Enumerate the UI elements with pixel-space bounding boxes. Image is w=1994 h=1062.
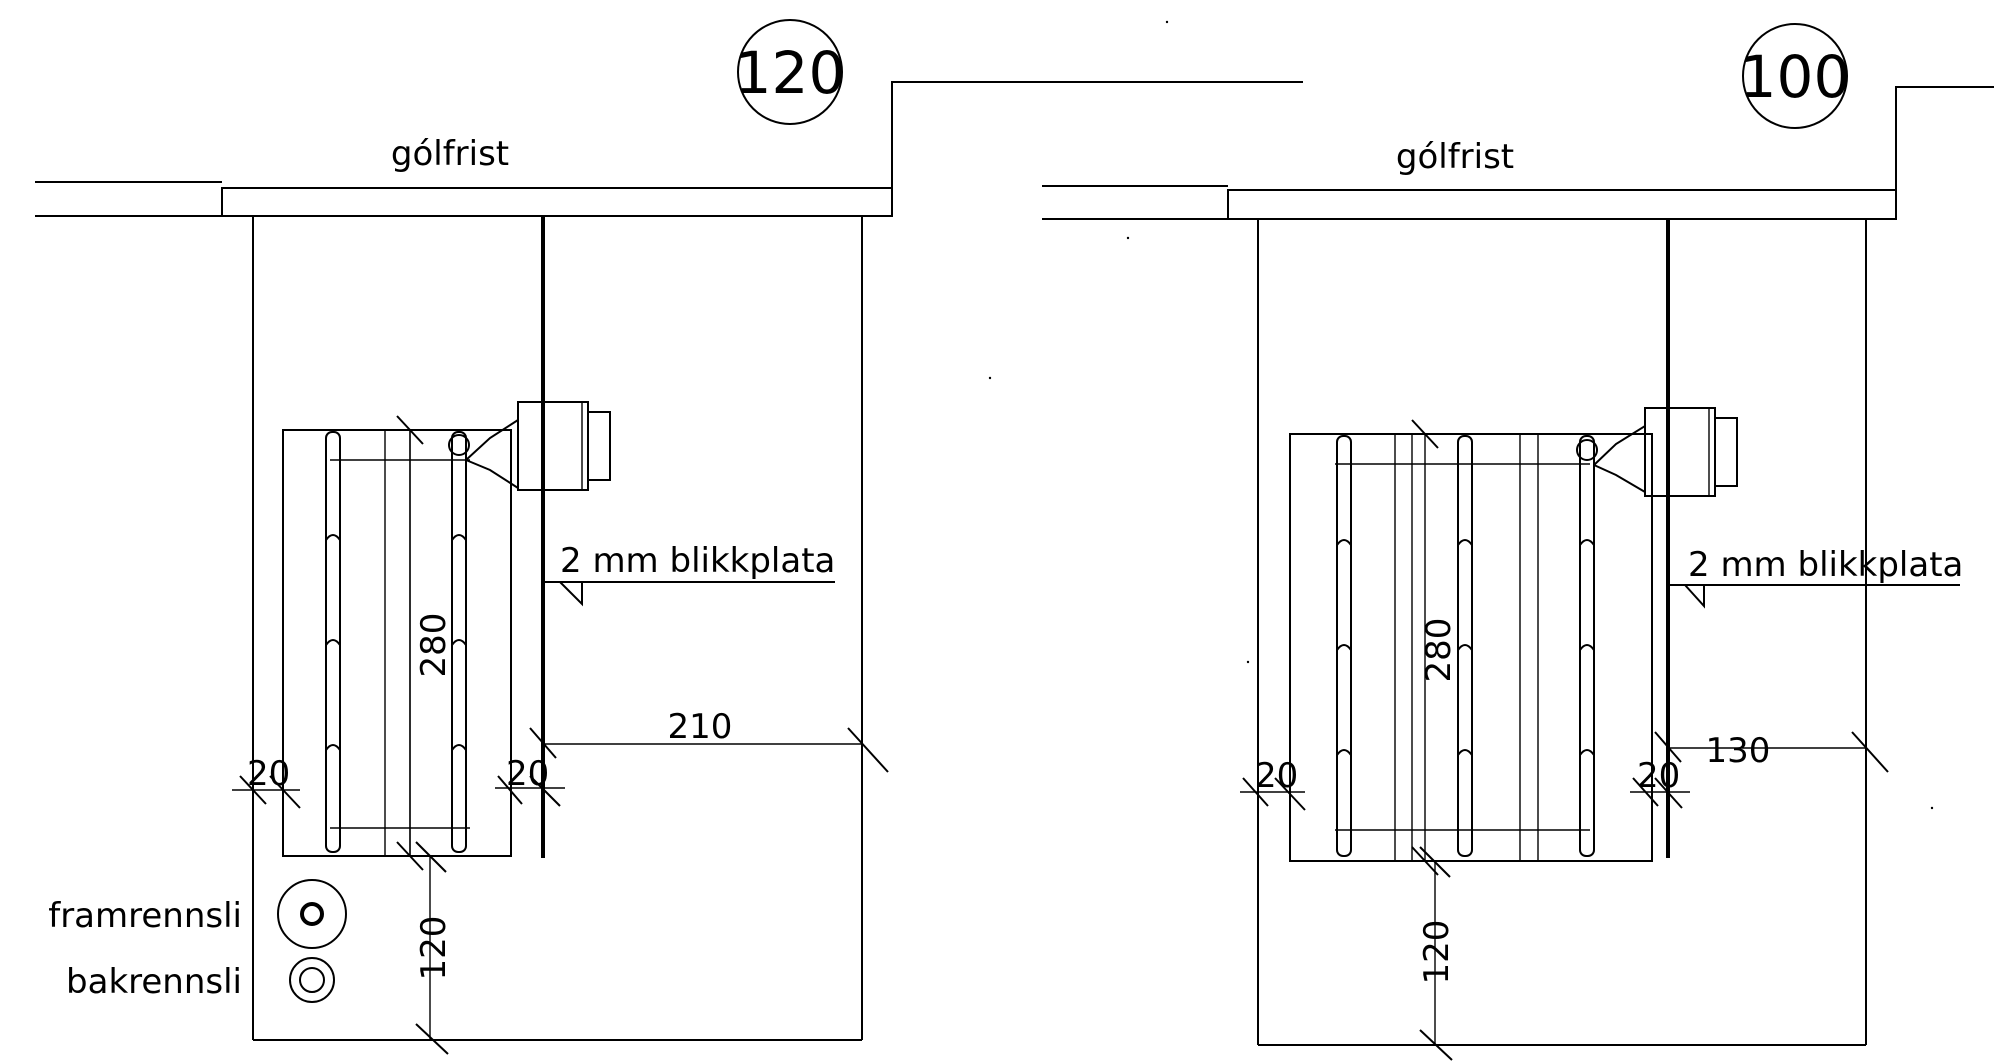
right-dim-130-text: 130 [1706,731,1771,771]
left-dim-280 [396,415,424,871]
left-floor [35,81,1303,217]
right-floor [1042,86,1994,220]
left-dim-120 [415,841,449,1055]
right-section-marker: 100 [1740,23,1851,129]
left-sheet-leader [545,581,835,607]
left-return-label: bakrennsli [66,962,242,1002]
right-view: 100 gólfrist 2 mm blikkplata [1042,23,1994,1061]
right-dim-20-left [1240,777,1306,811]
right-dim-20-left-text: 20 [1255,756,1298,796]
left-dim-120-text: 120 [414,916,454,981]
right-dim-130 [1654,731,1889,773]
right-dim-280-text: 280 [1419,618,1459,683]
right-pit [1257,219,1867,1046]
left-section-number: 120 [735,39,846,107]
right-radiator [1289,433,1653,862]
left-fan [465,401,611,491]
left-flow-label: framrennsli [48,896,242,936]
right-fan [1593,407,1738,497]
right-sheet-label: 2 mm blikkplata [1688,545,1963,585]
left-view: 120 gólfrist 2 mm blikkplata [35,19,1303,1055]
right-dim-20-right-text: 20 [1637,756,1680,796]
left-dim-280-text: 280 [414,613,454,678]
right-dim-120-text: 120 [1417,920,1457,985]
left-flow-pipe [277,879,347,949]
left-dim-20-right-text: 20 [506,754,549,794]
left-return-pipe [289,957,335,1003]
left-dim-210-text: 210 [668,707,733,747]
right-floor-grate-label: gólfrist [1396,137,1514,177]
left-pit [252,216,863,1041]
left-dim-20-right [495,775,565,807]
right-section-number: 100 [1740,43,1851,111]
right-dim-280 [1411,419,1439,876]
right-sheet-leader [1670,584,1960,609]
right-dim-20-right [1630,777,1690,809]
left-radiator [282,429,512,857]
left-dim-210 [529,727,889,773]
left-sheet-label: 2 mm blikkplata [560,541,835,581]
scan-specks [988,20,1934,810]
left-dim-20-left-text: 20 [247,754,290,794]
left-floor-grate-label: gólfrist [391,134,509,174]
left-dim-20-left [232,775,301,809]
left-section-marker: 120 [735,19,846,125]
right-dim-120 [1419,846,1453,1061]
